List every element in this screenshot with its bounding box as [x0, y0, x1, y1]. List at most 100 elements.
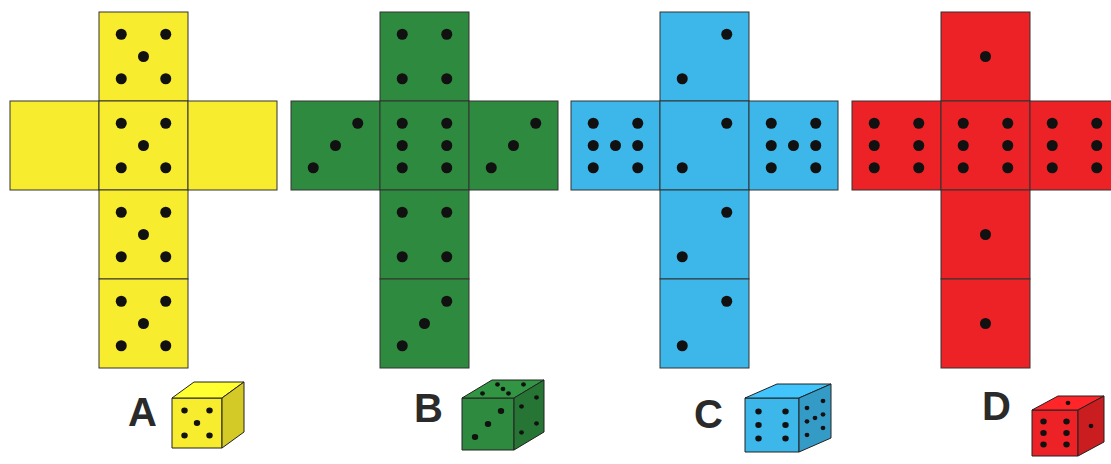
pip — [397, 73, 408, 84]
pip — [519, 404, 524, 408]
pip — [160, 118, 171, 129]
pip — [958, 162, 969, 173]
pip — [1063, 419, 1069, 425]
pip — [397, 340, 408, 351]
pip — [721, 207, 732, 218]
cube-face — [799, 384, 831, 452]
pip — [1002, 140, 1013, 151]
pip — [813, 416, 818, 420]
pip — [397, 140, 408, 151]
pip — [821, 412, 826, 416]
pip — [116, 251, 127, 262]
pip — [1002, 118, 1013, 129]
pip — [869, 118, 880, 129]
pip — [913, 140, 924, 151]
pip — [441, 207, 452, 218]
pip — [588, 140, 599, 151]
pip — [782, 436, 788, 442]
pip — [397, 162, 408, 173]
pip — [958, 140, 969, 151]
net-face — [941, 12, 1030, 101]
pip — [721, 29, 732, 40]
net-face — [941, 190, 1030, 279]
pip — [755, 409, 761, 415]
pip — [1047, 140, 1058, 151]
pip — [766, 118, 777, 129]
pip — [486, 162, 497, 173]
net-face — [1030, 101, 1111, 190]
pip — [1091, 118, 1102, 129]
pip — [352, 118, 363, 129]
pip — [397, 118, 408, 129]
cube-face — [1078, 396, 1104, 456]
pip — [677, 73, 688, 84]
pip — [419, 318, 430, 329]
pip — [632, 140, 643, 151]
net-face — [852, 101, 941, 190]
net-face — [571, 101, 660, 190]
pip — [588, 118, 599, 129]
pip — [1040, 442, 1046, 448]
net-face — [10, 101, 99, 190]
cube-face — [462, 398, 514, 450]
pip — [116, 340, 127, 351]
pip — [1040, 419, 1046, 425]
net-face — [188, 101, 277, 190]
net-face — [380, 12, 469, 101]
pip — [869, 140, 880, 151]
pip — [116, 207, 127, 218]
pip — [632, 162, 643, 173]
pip — [1089, 424, 1094, 428]
pip — [913, 162, 924, 173]
pip — [498, 408, 504, 414]
pip — [206, 408, 212, 414]
cube-face — [514, 380, 544, 450]
pip — [782, 422, 788, 428]
pip — [1091, 140, 1102, 151]
pip — [1091, 162, 1102, 173]
pip — [160, 29, 171, 40]
pip — [805, 433, 810, 437]
pip — [441, 162, 452, 173]
cube-face — [172, 398, 222, 448]
pip — [913, 118, 924, 129]
pip — [116, 118, 127, 129]
pip — [980, 318, 991, 329]
pip — [821, 399, 826, 403]
pip — [501, 387, 506, 391]
pip — [480, 391, 485, 395]
pip — [508, 140, 519, 151]
net-face — [99, 190, 188, 279]
pip — [810, 162, 821, 173]
cube-face — [1032, 410, 1078, 456]
net-face — [99, 279, 188, 368]
pip — [1047, 162, 1058, 173]
figure-letter: A — [128, 392, 157, 432]
pip — [160, 296, 171, 307]
pip — [821, 426, 826, 430]
pip — [1040, 430, 1046, 436]
pip — [755, 436, 761, 442]
pip — [441, 29, 452, 40]
pip — [138, 140, 149, 151]
pip — [308, 162, 319, 173]
pip — [116, 29, 127, 40]
pip — [397, 251, 408, 262]
pip — [441, 118, 452, 129]
net-face — [941, 101, 1030, 190]
pip — [1002, 162, 1013, 173]
pip — [530, 118, 541, 129]
pip — [1063, 442, 1069, 448]
pip — [534, 395, 539, 399]
pip — [677, 162, 688, 173]
pip — [810, 140, 821, 151]
net-face — [380, 101, 469, 190]
pip — [782, 409, 788, 415]
net-face — [660, 190, 749, 279]
figure-letter: D — [982, 386, 1011, 426]
pip — [472, 434, 478, 440]
pip — [766, 162, 777, 173]
pip — [677, 251, 688, 262]
pip — [116, 73, 127, 84]
pip — [495, 382, 500, 386]
